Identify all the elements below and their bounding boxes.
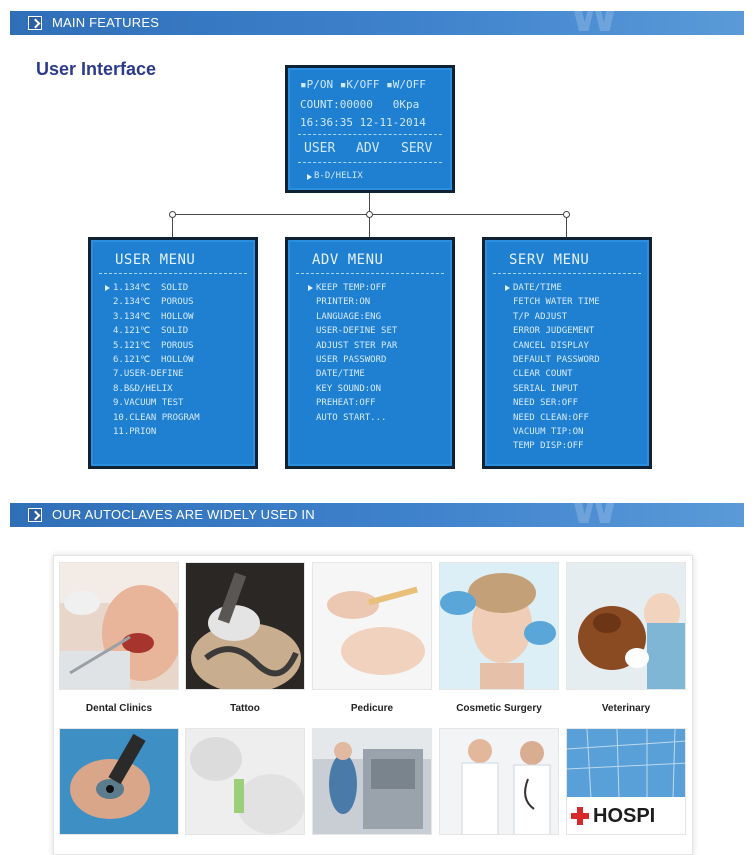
serv-menu-screen: SERV MENU DATE/TIME FETCH WATER TIME T/P…	[482, 237, 652, 469]
menu-item[interactable]: 9.VACUUM TEST	[113, 398, 184, 409]
connector-line	[172, 214, 173, 237]
tab-adv[interactable]: ADV	[356, 141, 380, 156]
ophthalmology-photo	[59, 728, 179, 835]
menu-title: SERV MENU	[509, 252, 590, 268]
menu-title: USER MENU	[115, 252, 196, 268]
veterinary-photo	[566, 562, 686, 690]
caption-veterinary: Veterinary	[601, 703, 651, 714]
menu-item[interactable]: FETCH WATER TIME	[513, 297, 600, 308]
cosmetic-surgery-photo	[439, 562, 559, 690]
laboratory-gloves-photo	[185, 728, 305, 835]
menu-item[interactable]: 4.121℃ SOLID	[113, 326, 189, 337]
medical-staff-photo	[439, 728, 559, 835]
chevron-right-icon	[28, 508, 42, 522]
hospital-sign-text: HOSPI	[593, 805, 656, 827]
menu-item[interactable]: PREHEAT:OFF	[316, 398, 376, 409]
connector-node	[563, 211, 570, 218]
connector-line	[566, 214, 567, 237]
divider	[99, 273, 247, 274]
menu-item[interactable]: KEEP TEMP:OFF	[308, 281, 397, 295]
connector-node	[366, 211, 373, 218]
tab-user[interactable]: USER	[304, 141, 336, 156]
menu-item[interactable]: DATE/TIME	[505, 281, 600, 295]
watermark-logo: W	[570, 503, 619, 527]
dental-clinic-photo	[59, 562, 179, 690]
menu-item[interactable]: AUTO START...	[316, 412, 387, 423]
applications-banner: OUR AUTOCLAVES ARE WIDELY USED IN W	[10, 503, 744, 527]
divider	[298, 134, 442, 135]
chevron-right-icon	[28, 16, 42, 30]
menu-item[interactable]: 3.134℃ HOLLOW	[113, 311, 194, 322]
cursor-arrow-icon	[308, 285, 313, 291]
menu-item[interactable]: 11.PRION	[113, 427, 157, 438]
menu-item[interactable]: NEED CLEAN:OFF	[513, 412, 589, 423]
menu-item[interactable]: USER PASSWORD	[316, 355, 387, 366]
divider	[493, 273, 641, 274]
caption-dental-clinics: Dental Clinics	[85, 703, 153, 714]
tattoo-photo	[185, 562, 305, 690]
cursor-arrow-icon	[505, 285, 510, 291]
menu-item[interactable]: ERROR JUDGEMENT	[513, 326, 595, 337]
datetime-line: 16:36:35 12-11-2014	[300, 116, 426, 129]
selected-program: B-D/HELIX	[314, 171, 363, 181]
menu-item[interactable]: TEMP DISP:OFF	[513, 441, 584, 452]
caption-tattoo: Tattoo	[230, 703, 260, 714]
menu-item[interactable]: DATE/TIME	[316, 369, 365, 380]
menu-title: ADV MENU	[312, 252, 384, 268]
pedicure-photo	[312, 562, 432, 690]
menu-item[interactable]: 6.121℃ HOLLOW	[113, 355, 194, 366]
menu-item[interactable]: T/P ADJUST	[513, 311, 568, 322]
menu-item[interactable]: CANCEL DISPLAY	[513, 340, 589, 351]
count-line: COUNT:00000 0Kpa	[300, 98, 420, 111]
menu-item[interactable]: LANGUAGE:ENG	[316, 311, 382, 322]
menu-item[interactable]: KEY SOUND:ON	[316, 383, 382, 394]
menu-item[interactable]: CLEAR COUNT	[513, 369, 573, 380]
connector-line	[369, 214, 370, 237]
menu-list: 1.134℃ SOLID 2.134℃ POROUS 3.134℃ HOLLOW…	[105, 281, 200, 439]
divider	[296, 273, 444, 274]
cursor-arrow-icon	[307, 174, 312, 180]
menu-item[interactable]: 8.B&D/HELIX	[113, 383, 173, 394]
menu-item[interactable]: DEFAULT PASSWORD	[513, 355, 600, 366]
caption-cosmetic-surgery: Cosmetic Surgery	[456, 703, 542, 714]
banner-title: MAIN FEATURES	[52, 15, 160, 30]
connector-node	[169, 211, 176, 218]
menu-item[interactable]: 1.134℃ SOLID	[105, 281, 200, 295]
menu-item[interactable]: VACUUM TIP:ON	[513, 427, 584, 438]
sterilization-room-photo	[312, 728, 432, 835]
menu-item[interactable]: 10.CLEAN PROGRAM	[113, 412, 200, 423]
menu-item[interactable]: 5.121℃ POROUS	[113, 340, 194, 351]
menu-item[interactable]: 2.134℃ POROUS	[113, 297, 194, 308]
connector-line	[369, 193, 370, 215]
divider	[298, 162, 442, 163]
menu-item[interactable]: ADJUST STER PAR	[316, 340, 398, 351]
menu-item[interactable]: PRINTER:ON	[316, 297, 371, 308]
menu-list: KEEP TEMP:OFF PRINTER:ON LANGUAGE:ENG US…	[308, 281, 398, 425]
section-heading: User Interface	[36, 59, 157, 79]
watermark-logo: W	[570, 11, 619, 35]
menu-item[interactable]: NEED SER:OFF	[513, 398, 579, 409]
cursor-arrow-icon	[105, 285, 110, 291]
menu-item[interactable]: USER-DEFINE SET	[316, 326, 398, 337]
menu-item[interactable]: 7.USER-DEFINE	[113, 369, 184, 380]
status-line: ▪P/ON ▪K/OFF ▪W/OFF	[300, 78, 426, 91]
banner-title: OUR AUTOCLAVES ARE WIDELY USED IN	[52, 507, 315, 522]
menu-list: DATE/TIME FETCH WATER TIME T/P ADJUST ER…	[505, 281, 600, 454]
main-lcd-screen: ▪P/ON ▪K/OFF ▪W/OFF COUNT:00000 0Kpa 16:…	[285, 65, 455, 193]
adv-menu-screen: ADV MENU KEEP TEMP:OFF PRINTER:ON LANGUA…	[285, 237, 455, 469]
menu-item[interactable]: SERIAL INPUT	[513, 383, 579, 394]
user-menu-screen: USER MENU 1.134℃ SOLID 2.134℃ POROUS 3.1…	[88, 237, 258, 469]
tab-serv[interactable]: SERV	[401, 141, 433, 156]
hospital-building-photo: HOSPI	[566, 728, 686, 835]
main-features-banner: MAIN FEATURES W	[10, 11, 744, 35]
caption-pedicure: Pedicure	[350, 703, 394, 714]
